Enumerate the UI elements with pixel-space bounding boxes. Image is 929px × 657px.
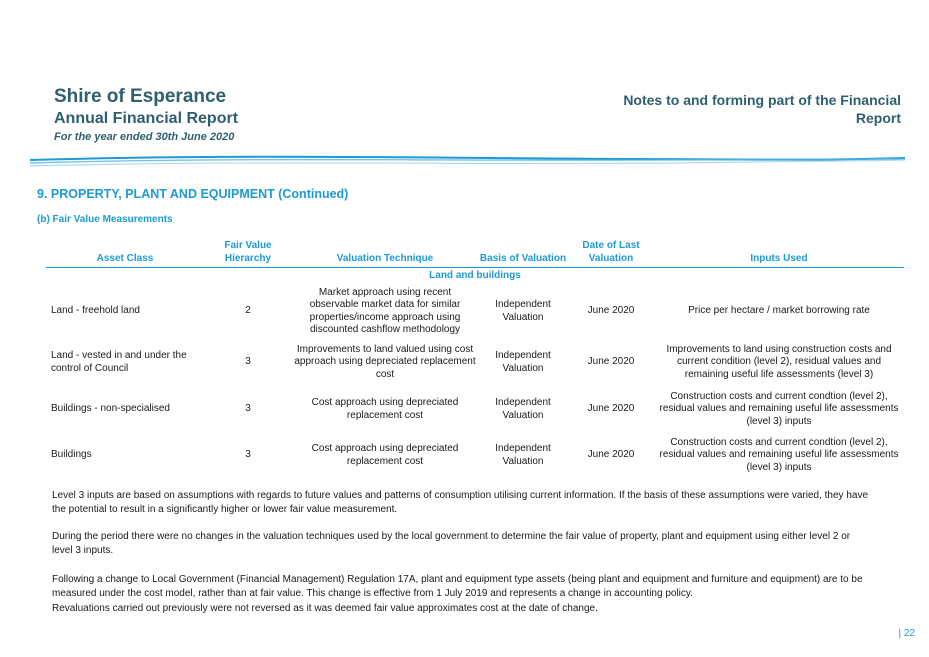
page-number: | 22 bbox=[898, 628, 916, 639]
cell-technique: Improvements to land valued using cost a… bbox=[294, 343, 476, 380]
cell-technique: Cost approach using depreciated replacem… bbox=[311, 397, 459, 421]
sub-section-title: (b) Fair Value Measurements bbox=[37, 214, 173, 225]
cell-inputs: Improvements to land using construction … bbox=[666, 343, 892, 380]
header-fair-value-hierarchy: Fair Value Hierarchy bbox=[204, 240, 292, 268]
cell-date: June 2020 bbox=[587, 305, 635, 317]
cell-hierarchy: 2 bbox=[245, 305, 251, 317]
cell-basis: Independent Valuation bbox=[495, 397, 551, 421]
group-row: Land and buildings bbox=[46, 268, 904, 285]
cell-asset-class: Land - freehold land bbox=[51, 305, 140, 317]
header-wave-divider bbox=[30, 155, 905, 167]
group-label: Land and buildings bbox=[429, 270, 521, 281]
table-row: Land - freehold land 2 Market approach u… bbox=[46, 285, 904, 339]
cell-inputs: Construction costs and current condtion … bbox=[659, 436, 899, 473]
cell-technique: Market approach using recent observable … bbox=[309, 286, 461, 336]
cell-date: June 2020 bbox=[587, 356, 635, 368]
table-header-row: Asset Class Fair Value Hierarchy Valuati… bbox=[46, 240, 904, 268]
paragraph-valuation-changes: During the period there were no changes … bbox=[52, 531, 851, 556]
cell-basis: Independent Valuation bbox=[495, 443, 551, 467]
cell-date: June 2020 bbox=[587, 403, 635, 415]
section-title: 9. PROPERTY, PLANT AND EQUIPMENT (Contin… bbox=[37, 187, 349, 201]
cell-asset-class: Buildings - non-specialised bbox=[51, 403, 170, 415]
report-period: For the year ended 30th June 2020 bbox=[54, 131, 235, 143]
cell-technique: Cost approach using depreciated replacem… bbox=[311, 443, 459, 467]
cell-inputs: Price per hectare / market borrowing rat… bbox=[688, 305, 870, 317]
notes-title: Notes to and forming part of the Financi… bbox=[623, 92, 901, 126]
fair-value-table: Asset Class Fair Value Hierarchy Valuati… bbox=[46, 240, 904, 479]
org-name: Shire of Esperance bbox=[54, 86, 227, 107]
cell-asset-class: Buildings bbox=[51, 449, 92, 461]
cell-inputs: Construction costs and current condtion … bbox=[659, 390, 899, 427]
cell-basis: Independent Valuation bbox=[495, 299, 551, 323]
header-asset-class: Asset Class bbox=[46, 240, 204, 268]
header-valuation-technique: Valuation Technique bbox=[292, 240, 478, 268]
table-row: Buildings - non-specialised 3 Cost appro… bbox=[46, 387, 904, 433]
paragraph-level3-inputs: Level 3 inputs are based on assumptions … bbox=[52, 490, 869, 515]
table-row: Buildings 3 Cost approach using deprecia… bbox=[46, 433, 904, 479]
paragraph-regulation-change: Following a change to Local Government (… bbox=[52, 574, 863, 599]
header-inputs-used: Inputs Used bbox=[654, 240, 904, 268]
table-row: Land - vested in and under the control o… bbox=[46, 339, 904, 387]
cell-asset-class: Land - vested in and under the control o… bbox=[51, 350, 187, 374]
cell-hierarchy: 3 bbox=[245, 403, 251, 415]
header-basis-of-valuation: Basis of Valuation bbox=[478, 240, 568, 268]
cell-basis: Independent Valuation bbox=[495, 350, 551, 374]
cell-hierarchy: 3 bbox=[245, 356, 251, 368]
cell-hierarchy: 3 bbox=[245, 449, 251, 461]
report-name: Annual Financial Report bbox=[54, 110, 239, 127]
paragraph-revaluations: Revaluations carried out previously were… bbox=[52, 603, 598, 614]
header-date-of-last-valuation: Date of Last Valuation bbox=[568, 240, 654, 268]
cell-date: June 2020 bbox=[587, 449, 635, 461]
